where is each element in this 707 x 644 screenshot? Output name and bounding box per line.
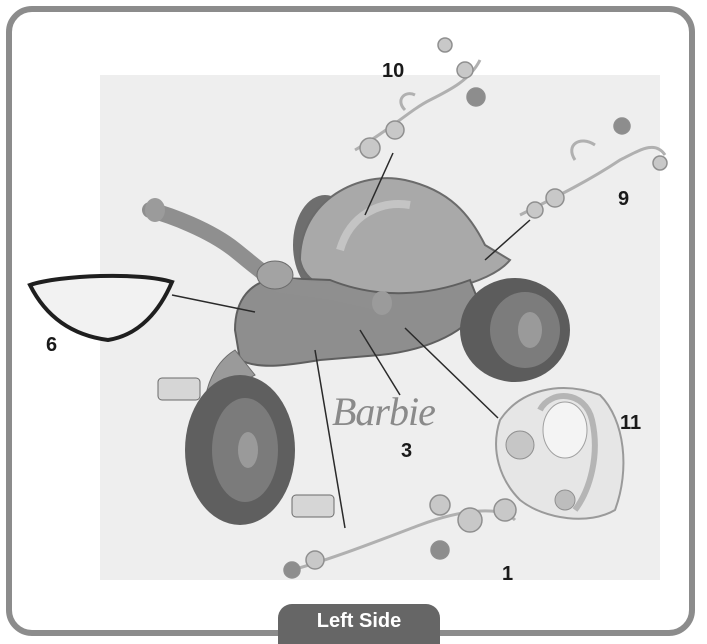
handlebar-hub — [257, 261, 293, 289]
diagram-canvas: Barbie 10 9 6 3 11 1 Left Side — [0, 0, 707, 621]
callout-9: 9 — [618, 188, 629, 211]
callout-1: 1 — [502, 563, 513, 586]
right-grip — [372, 291, 392, 315]
callout-6: 6 — [46, 334, 57, 357]
front-wheel — [185, 375, 295, 525]
rear-right-wheel — [460, 278, 570, 382]
left-grip — [145, 198, 165, 222]
callout-11: 11 — [620, 412, 641, 435]
barbie-logo-decal: Barbie — [332, 388, 435, 435]
view-label-tab: Left Side — [278, 604, 440, 644]
callout-3: 3 — [401, 440, 412, 463]
tricycle-illustration — [0, 0, 707, 621]
right-pedal — [292, 495, 334, 517]
left-pedal — [158, 378, 200, 400]
callout-10: 10 — [382, 60, 404, 83]
